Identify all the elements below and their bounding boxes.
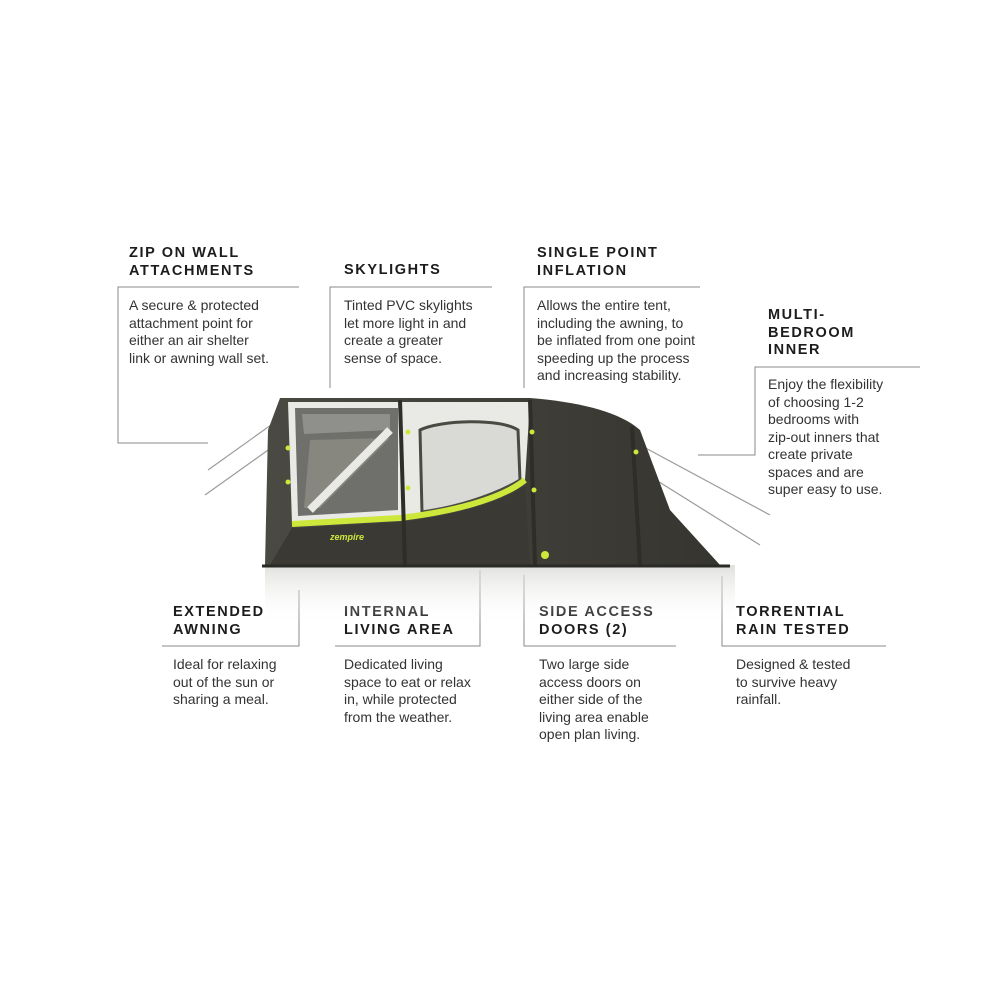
skylights-title: SKYLIGHTS (344, 262, 442, 278)
single-point-description: Allows the entire tent, including the aw… (537, 297, 695, 383)
air-beams (398, 399, 642, 566)
zip-on-wall-description: A secure & protected attachment point fo… (129, 297, 270, 366)
multi-bedroom-title: MULTI- BEDROOM INNER (768, 307, 855, 358)
ground-reflection (265, 565, 735, 625)
skylights-description: Tinted PVC skylights let more light in a… (344, 297, 473, 366)
single-point-title: SINGLE POINT INFLATION (537, 245, 659, 279)
internal-living-description: Dedicated living space to eat or relax i… (344, 656, 471, 725)
zip-on-wall-title: ZIP ON WALL ATTACHMENTS (129, 245, 255, 279)
extended-awning-description: Ideal for relaxing out of the sun or sha… (173, 656, 277, 707)
accent-stripe (291, 477, 527, 527)
tent-logo: zempire (329, 532, 364, 542)
tent-illustration: zempire (204, 398, 771, 625)
side-access-description: Two large side access doors on either si… (539, 656, 649, 742)
callout-line-multi-bedroom (698, 366, 920, 456)
torrential-rain-description: Designed & tested to survive heavy rainf… (736, 656, 851, 707)
callout-line-single-point (523, 286, 700, 388)
torrential-rain-title: TORRENTIAL RAIN TESTED (736, 604, 851, 638)
toggle-dots (285, 429, 639, 559)
multi-bedroom-description: Enjoy the flexibility of choosing 1-2 be… (768, 376, 884, 497)
callout-line-skylights (329, 286, 492, 388)
extended-awning-title: EXTENDED AWNING (173, 604, 265, 638)
callout-line-zip-on-wall (117, 286, 299, 444)
